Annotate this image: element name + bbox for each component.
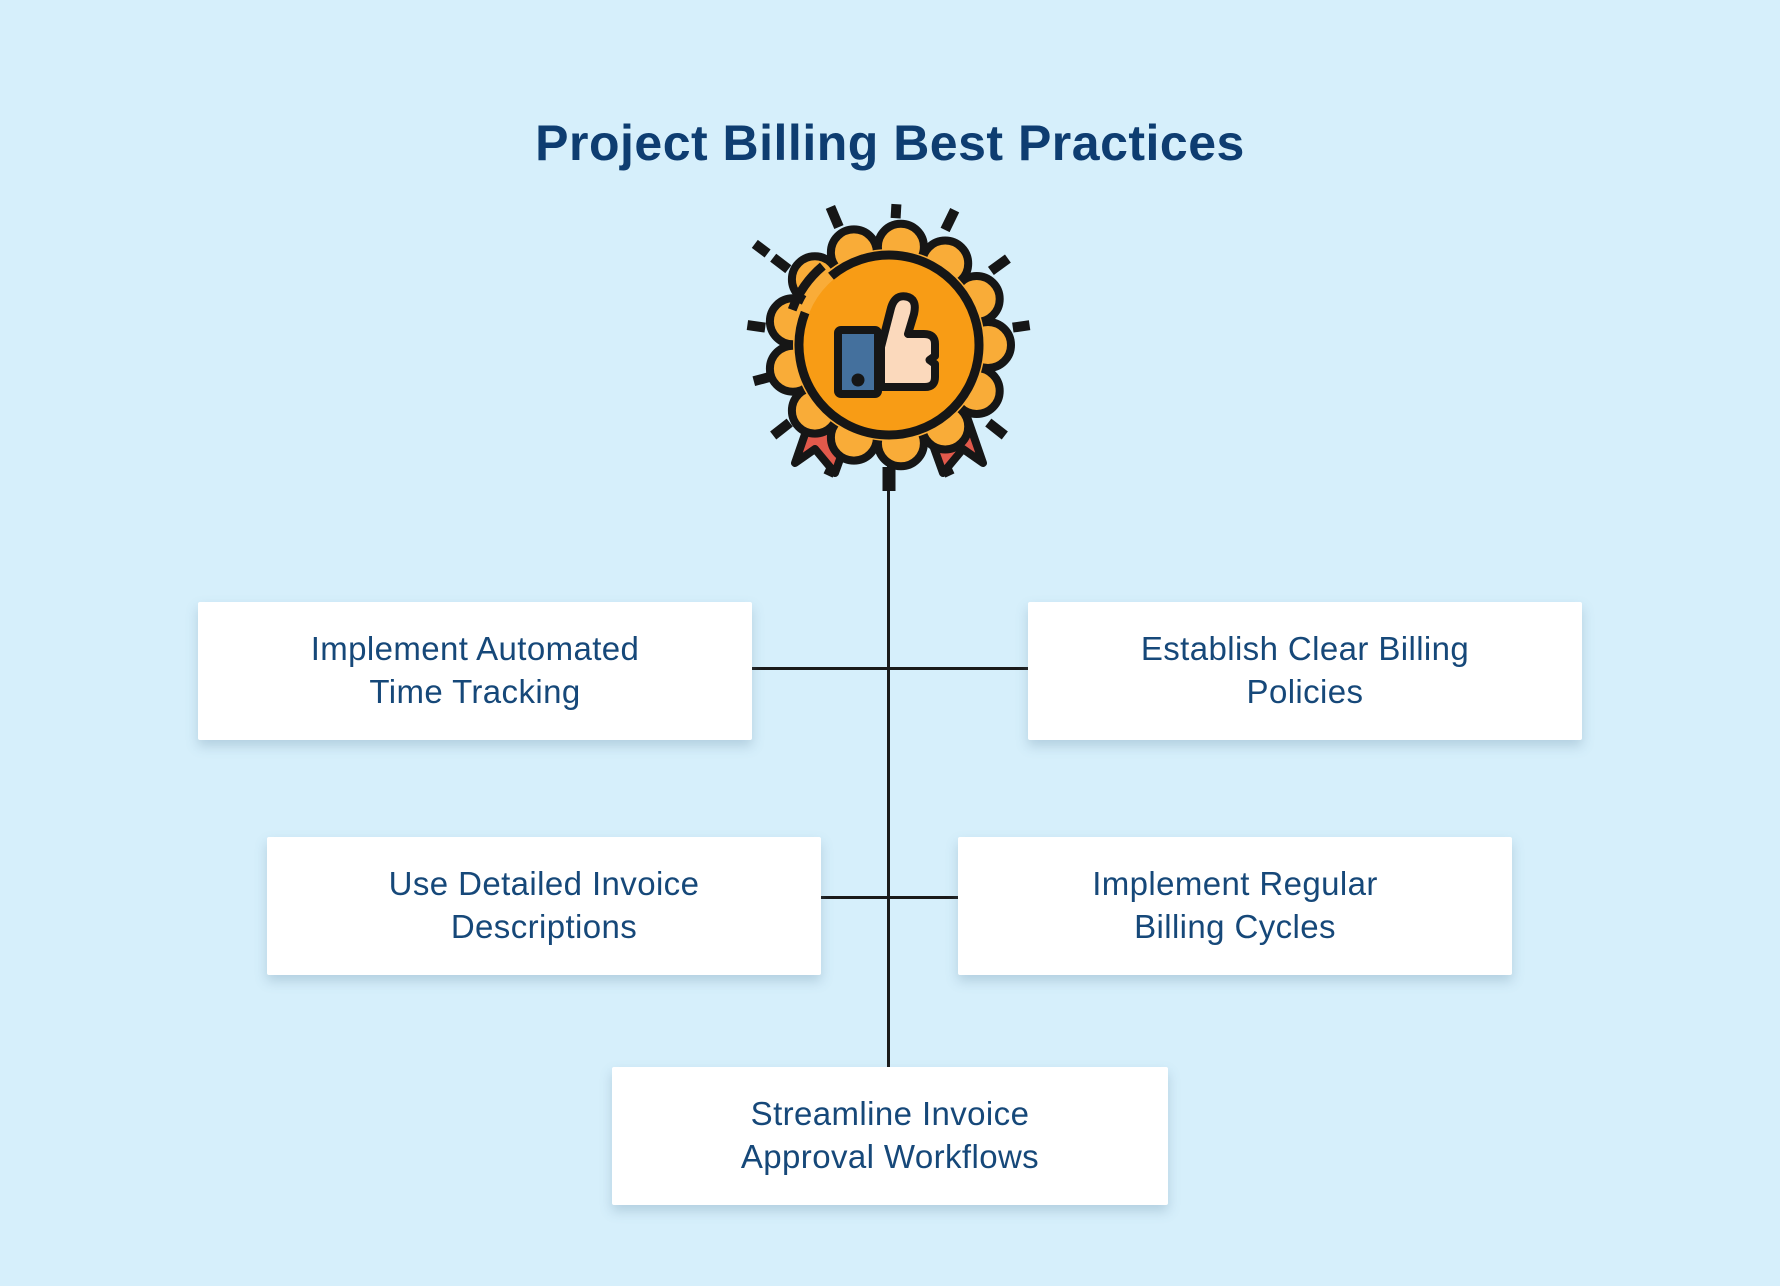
- connector-top-row-line: [752, 667, 1028, 670]
- thumbs-up-icon: [834, 292, 939, 398]
- practice-card-label: Implement Regular: [1092, 865, 1378, 903]
- practice-card-regular-billing-cycles: Implement Regular Billing Cycles: [958, 837, 1512, 975]
- practice-card-label: Descriptions: [450, 908, 638, 945]
- connector-vertical-line: [887, 458, 890, 1067]
- practice-card-label: Billing Cycles: [1134, 908, 1336, 945]
- practice-card-automated-time-tracking: Implement Automated Time Tracking: [198, 602, 752, 740]
- practice-card-label: Streamline Invoice: [750, 1095, 1030, 1133]
- practice-card-label: Policies: [1246, 673, 1364, 710]
- practice-card-label: Approval Workflows: [740, 1138, 1040, 1175]
- practice-card-label: Implement Automated: [310, 630, 640, 668]
- practice-card-invoice-approval-workflows: Streamline Invoice Approval Workflows: [612, 1067, 1168, 1205]
- practice-card-detailed-invoice-descriptions: Use Detailed Invoice Descriptions: [267, 837, 821, 975]
- diagram-title: Project Billing Best Practices: [535, 114, 1245, 171]
- thumbs-up-award-badge-icon: [746, 203, 1031, 491]
- practice-card-label: Use Detailed Invoice: [388, 865, 700, 903]
- practice-card-clear-billing-policies: Establish Clear Billing Policies: [1028, 602, 1582, 740]
- connector-middle-row-line: [820, 896, 958, 899]
- practice-card-label: Establish Clear Billing: [1140, 630, 1470, 668]
- practice-card-label: Time Tracking: [369, 673, 581, 710]
